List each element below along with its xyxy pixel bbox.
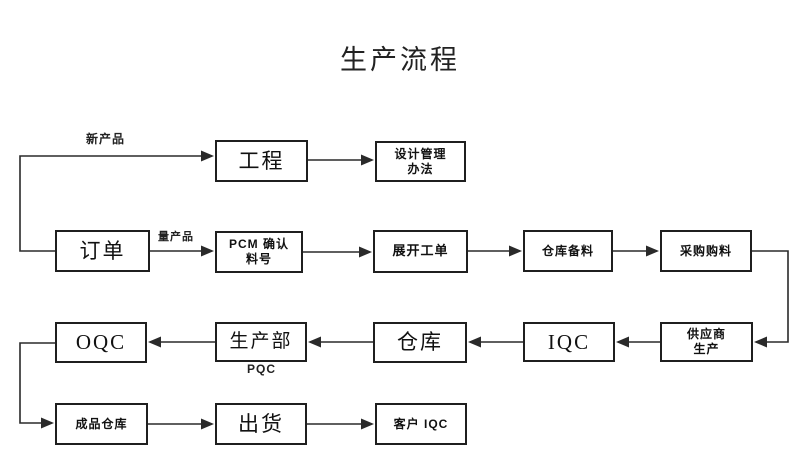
node-supplier-production: 供应商 生产 xyxy=(660,322,753,362)
node-purchasing-material: 采购购料 xyxy=(660,230,752,272)
node-shipment: 出货 xyxy=(215,403,307,445)
node-order: 订单 xyxy=(55,230,150,272)
node-finished-goods-warehouse: 成品仓库 xyxy=(55,403,148,445)
node-expand-work-order: 展开工单 xyxy=(373,230,468,273)
node-engineering: 工程 xyxy=(215,140,308,182)
edge-label-pqc: PQC xyxy=(247,362,277,376)
node-oqc: OQC xyxy=(55,322,147,363)
node-production-dept: 生产部 xyxy=(215,322,307,362)
edge-oqc-to-finished-goods-warehouse xyxy=(19,342,55,429)
edge-label-new-product: 新产品 xyxy=(86,132,126,146)
node-iqc: IQC xyxy=(523,322,615,362)
node-warehouse-prepare-material: 仓库备料 xyxy=(523,230,613,272)
node-customer-iqc: 客户 IQC xyxy=(375,403,467,445)
edge-order-to-engineering xyxy=(19,150,214,252)
page-title: 生产流程 xyxy=(340,45,460,75)
node-warehouse: 仓库 xyxy=(373,322,467,363)
edge-label-mass-product: 量产品 xyxy=(158,231,194,243)
edge-purchasing-to-supplier-production xyxy=(752,250,789,348)
node-design-management: 设计管理 办法 xyxy=(375,141,466,182)
node-pcm-confirm: PCM 确认 料号 xyxy=(215,231,303,273)
